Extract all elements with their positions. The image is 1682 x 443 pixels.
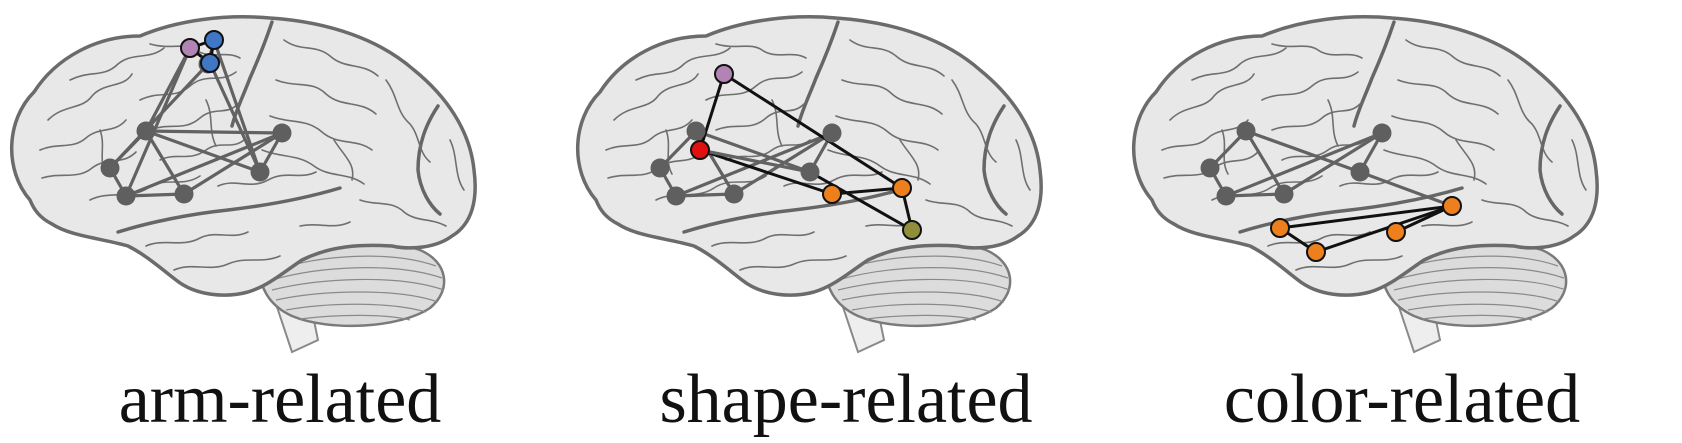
node-gray-g3 — [1372, 123, 1392, 143]
network-edges — [108, 38, 284, 198]
node-gray-g4 — [1216, 186, 1236, 206]
edge-g2-g6 — [144, 129, 262, 174]
edge-g4-g5 — [124, 192, 186, 198]
edge-g6-o4 — [1358, 170, 1454, 208]
node-blue-b1 — [204, 30, 224, 50]
node-orange-o3 — [1386, 222, 1406, 242]
caption-arm-related: arm-related — [118, 361, 442, 438]
node-gray-g1 — [1200, 158, 1220, 178]
node-gray-g2 — [686, 121, 706, 141]
edge-g2-g5 — [1244, 129, 1286, 196]
node-olive-y1 — [902, 220, 922, 240]
brain-icon — [566, 0, 1126, 360]
caption-color-related: color-related — [1223, 361, 1581, 438]
edge-g6-y1 — [808, 170, 914, 232]
panel-arm: arm-related — [0, 0, 560, 443]
edge-p1-g4 — [124, 46, 192, 198]
edge-g4-g5 — [674, 192, 736, 198]
node-gray-g4 — [666, 186, 686, 206]
network-nodes — [650, 64, 922, 240]
node-purple-p1 — [180, 38, 200, 58]
edge-g4-g3 — [1224, 131, 1384, 198]
node-gray-g6 — [800, 162, 820, 182]
edge-g2-g6 — [1244, 129, 1362, 174]
edge-g3-g4 — [124, 131, 284, 198]
node-orange-o1 — [1270, 218, 1290, 238]
node-gray-g2 — [136, 121, 156, 141]
edge-g2-g6 — [694, 129, 812, 174]
edge-g3-g5 — [182, 131, 284, 196]
node-orange-o1 — [822, 184, 842, 204]
edge-o3-o4 — [1394, 204, 1454, 234]
edge-o1-o2 — [830, 186, 904, 196]
node-gray-g1 — [100, 158, 120, 178]
edge-g2-g5 — [144, 129, 186, 196]
edge-g4-g3 — [674, 131, 834, 198]
node-gray-g4 — [116, 186, 136, 206]
node-orange-o2 — [892, 178, 912, 198]
edge-g3-g5 — [1282, 131, 1384, 196]
edge-g2-g3 — [144, 129, 284, 135]
caption-shape-related: shape-related — [659, 361, 1033, 438]
node-orange-o2 — [1306, 242, 1326, 262]
panel-shape: shape-related — [566, 0, 1126, 443]
node-orange-o4 — [1442, 196, 1462, 216]
edge-g3-g5 — [732, 131, 834, 196]
node-gray-g6 — [1350, 162, 1370, 182]
node-gray-g5 — [174, 184, 194, 204]
network-nodes — [100, 30, 292, 206]
node-gray-g3 — [272, 123, 292, 143]
node-gray-g6 — [250, 162, 270, 182]
network-edges — [1208, 129, 1454, 254]
edge-g4-g5 — [1224, 192, 1286, 198]
brain-icon — [0, 0, 560, 360]
node-blue-b2 — [200, 53, 220, 73]
brain-icon — [1122, 0, 1682, 360]
node-red-r1 — [690, 140, 710, 160]
edge-p1-r1 — [698, 72, 726, 152]
node-gray-g5 — [724, 184, 744, 204]
edge-o2-o4 — [1314, 204, 1454, 254]
edge-r1-g6 — [698, 148, 812, 174]
edge-r1-o1 — [698, 148, 834, 196]
node-gray-g2 — [1236, 121, 1256, 141]
node-gray-g1 — [650, 158, 670, 178]
edge-o1-o4 — [1278, 204, 1454, 230]
edge-p1-o2 — [722, 72, 904, 190]
edge-b1-g6 — [212, 38, 262, 174]
network-nodes — [1200, 121, 1462, 262]
node-purple-p1 — [714, 64, 734, 84]
edge-b2-g6 — [208, 61, 262, 174]
node-gray-g5 — [1274, 184, 1294, 204]
panel-color: color-related — [1122, 0, 1682, 443]
node-gray-g3 — [822, 123, 842, 143]
